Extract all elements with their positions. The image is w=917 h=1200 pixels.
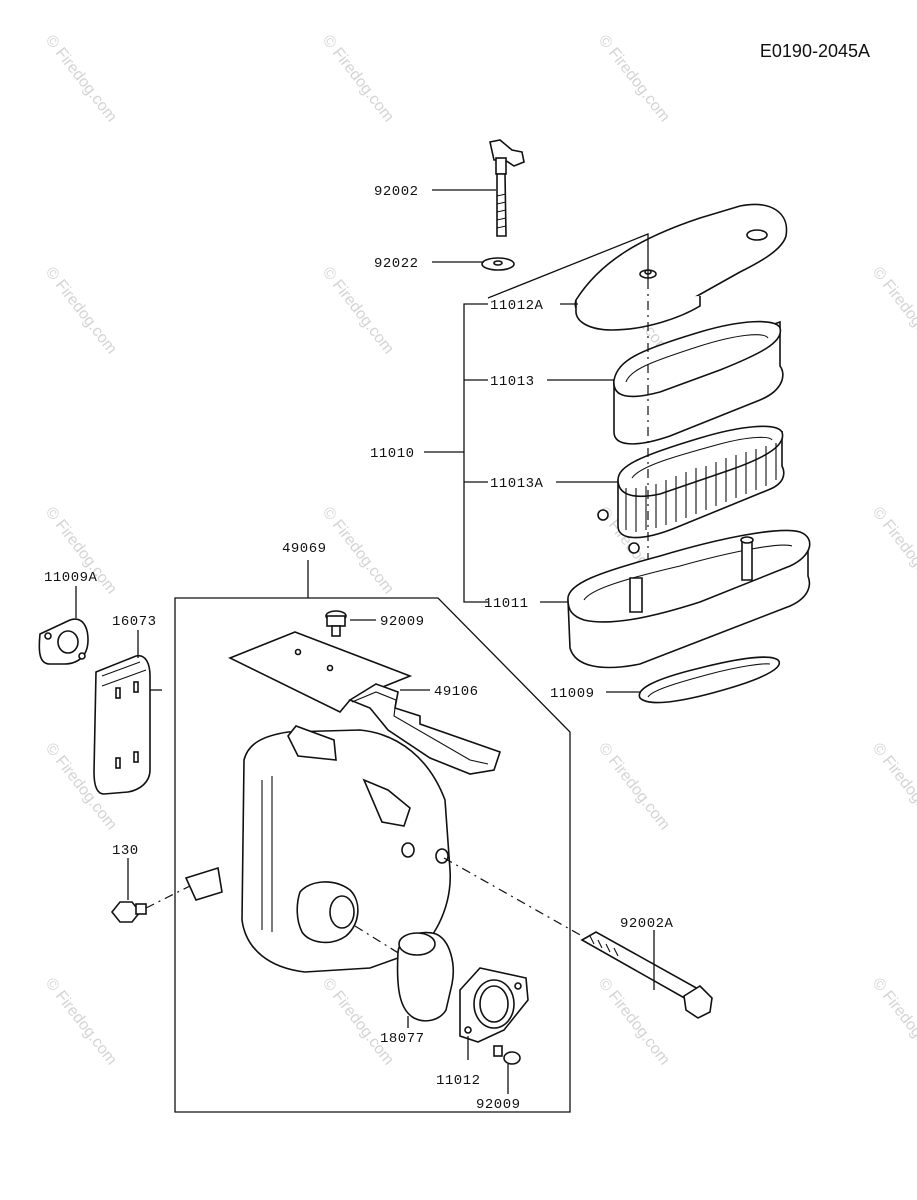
label-130: 130 [112, 843, 139, 859]
watermark: © Firedog.com [319, 264, 397, 357]
long-bolt-92002A [580, 931, 713, 1019]
watermark: © Firedog.com [42, 264, 120, 357]
label-92009-bottom: 92009 [476, 1097, 521, 1113]
bolt-130 [110, 901, 147, 923]
watermark: © Firedog.com [869, 264, 917, 357]
watermark: © Firedog.com [319, 32, 397, 125]
leader-lines [75, 189, 655, 1094]
gasket-11009 [638, 656, 781, 704]
label-92022: 92022 [374, 256, 419, 272]
label-92009-top: 92009 [380, 614, 425, 630]
washer-92022 [481, 257, 515, 271]
label-92002: 92002 [374, 184, 419, 200]
plate-16073 [93, 654, 151, 795]
watermark: © Firedog.com [42, 975, 120, 1068]
label-11013: 11013 [490, 374, 535, 390]
watermark: © Firedog.com [319, 504, 397, 597]
label-49069: 49069 [282, 541, 327, 557]
cap-18077 [396, 931, 454, 1022]
heat-shield-49106 [228, 631, 502, 775]
screw-92009-bottom [493, 1045, 521, 1065]
label-11010: 11010 [370, 446, 415, 462]
long-bolt-centerline [443, 857, 583, 937]
watermark: © Firedog.com [42, 32, 120, 125]
watermark: © Firedog.com [869, 975, 917, 1068]
gasket-11009A [38, 618, 89, 665]
muffler-body [184, 725, 451, 973]
part-labels: 92002 92022 11012A 11013 11010 11013A 11… [44, 184, 674, 1113]
label-49106: 49106 [434, 684, 479, 700]
label-18077: 18077 [380, 1031, 425, 1047]
wing-bolt-92002 [489, 139, 525, 237]
cover-bracket [487, 233, 649, 299]
label-11012A: 11012A [490, 298, 544, 314]
label-16073: 16073 [112, 614, 157, 630]
cover-11012A [574, 203, 788, 331]
watermark: © Firedog.com [595, 32, 673, 125]
base-11011 [567, 529, 811, 669]
muffler-group-frame [174, 560, 571, 1113]
watermark: © Firedog.com [595, 975, 673, 1068]
label-11009A: 11009A [44, 570, 98, 586]
bolt-130-centerline [145, 885, 191, 909]
label-11013A: 11013A [490, 476, 544, 492]
watermark: © Firedog.com [319, 975, 397, 1068]
label-11011: 11011 [484, 596, 529, 612]
watermark: © Firedog.com [595, 740, 673, 833]
cap-centerline [354, 925, 401, 955]
watermark: © Firedog.com [869, 740, 917, 833]
pre-filter-11013 [613, 320, 784, 445]
screw-92009-top [325, 610, 347, 637]
watermark: © Firedog.com [869, 504, 917, 597]
group-bracket-11010 [463, 303, 488, 603]
label-11012: 11012 [436, 1073, 481, 1089]
label-11009: 11009 [550, 686, 595, 702]
flange-11012 [459, 967, 529, 1043]
diagram-code: E0190-2045A [760, 41, 870, 61]
label-92002A: 92002A [620, 916, 674, 932]
